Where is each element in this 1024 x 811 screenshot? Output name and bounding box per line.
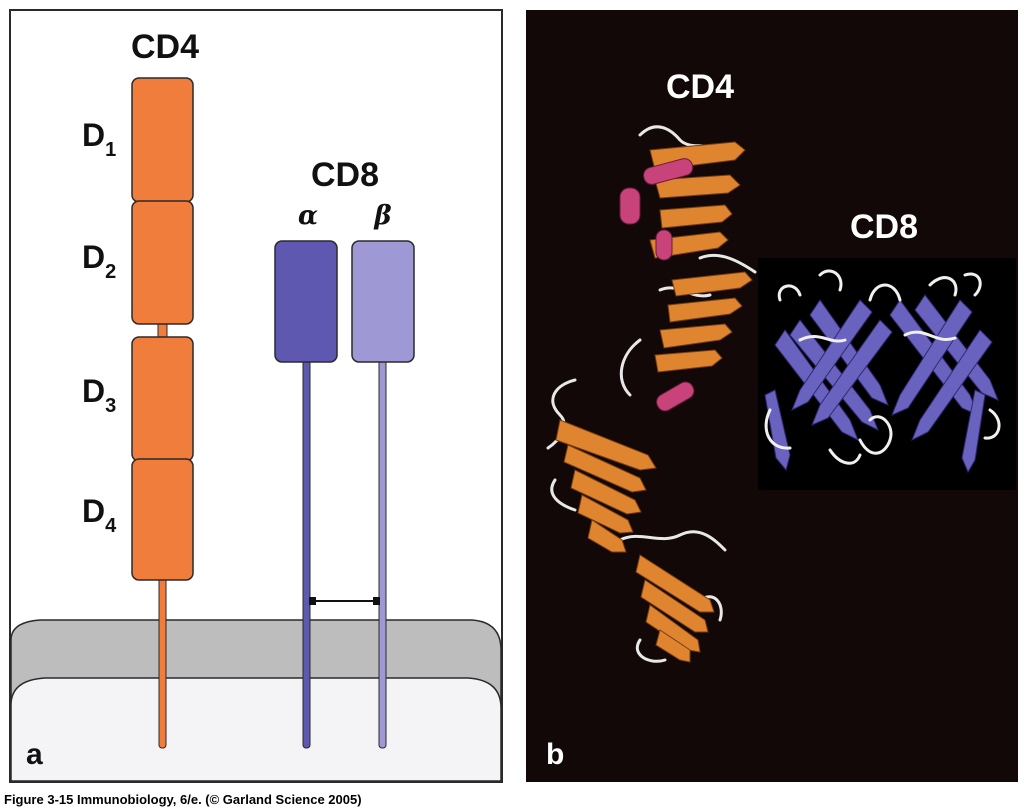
cd4-d2-label: D2 — [82, 239, 116, 283]
cd4-domain-d4 — [131, 458, 194, 581]
cd8-title: CD8 — [311, 156, 379, 194]
cd4-domain-d2 — [131, 200, 194, 325]
cd4-ribbon-structure — [546, 125, 757, 663]
cd8-ribbon-structure — [764, 269, 1001, 474]
panel-a-letter: a — [26, 738, 43, 771]
bond-end-right — [373, 597, 380, 605]
figure-caption: Figure 3-15 Immunobiology, 6/e. (© Garla… — [4, 792, 362, 807]
cd4-d4-label: D4 — [82, 493, 117, 537]
panel-b-letter: b — [546, 738, 564, 771]
bond-end-left — [309, 597, 316, 605]
cd8-beta-label: β — [373, 201, 391, 231]
cd4-title: CD4 — [131, 28, 199, 66]
cd4-d3-label: D3 — [82, 373, 116, 417]
cd8-structure-label: CD8 — [850, 208, 918, 246]
cd8-alpha-label: α — [298, 201, 318, 231]
cd4-structure-label: CD4 — [666, 68, 734, 106]
cd8-beta-domain — [351, 240, 415, 363]
cd8-alpha-domain — [274, 240, 338, 363]
cd4-d1-label: D1 — [82, 117, 116, 161]
